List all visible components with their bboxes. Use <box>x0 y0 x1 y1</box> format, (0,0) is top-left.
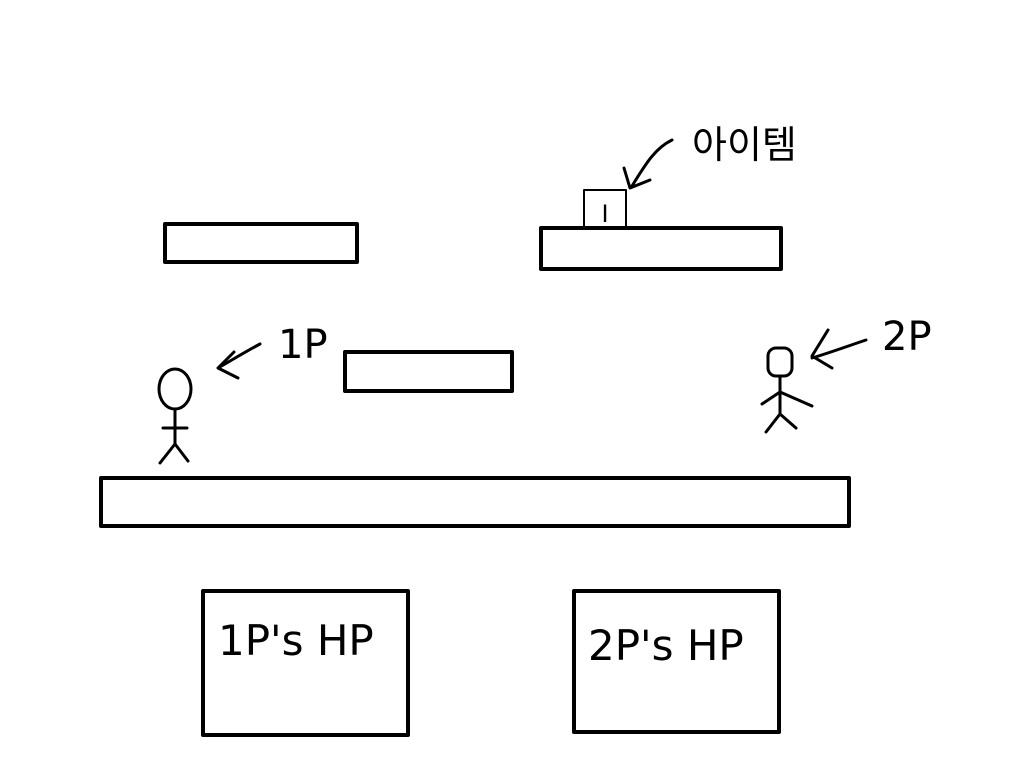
player1-hp-frame <box>201 589 410 737</box>
player1-body <box>158 407 190 465</box>
item-box[interactable]: I <box>583 189 627 229</box>
item-arrow-icon <box>622 138 674 190</box>
item-box-frame <box>583 189 627 229</box>
player1-callout: 1P <box>216 322 328 380</box>
player2-hp-frame <box>572 589 781 734</box>
player1-hp-label: 1P's HP <box>218 616 374 665</box>
player1-hp-panel: 1P's HP <box>201 589 410 737</box>
platform-ground <box>99 476 851 528</box>
platform-top-right <box>539 226 783 271</box>
player1-label: 1P <box>278 322 328 368</box>
player2-hp-panel: 2P's HP <box>572 589 781 734</box>
player1-arrow-icon <box>216 342 262 380</box>
player2-character <box>760 346 814 434</box>
item-label: 아이템 <box>692 123 797 167</box>
player2-callout: 2P <box>810 314 932 370</box>
player2-label: 2P <box>882 314 932 360</box>
player2-hp-label: 2P's HP <box>588 621 744 670</box>
platform-top-left <box>163 222 359 264</box>
item-box-label: I <box>601 200 608 228</box>
platform-middle <box>343 350 514 393</box>
player2-arrow-icon <box>810 328 868 370</box>
player1-character <box>157 367 193 465</box>
item-callout: 아이템 <box>622 123 797 190</box>
player2-head <box>766 346 794 378</box>
player2-body <box>760 374 814 434</box>
player1-head <box>157 367 193 411</box>
